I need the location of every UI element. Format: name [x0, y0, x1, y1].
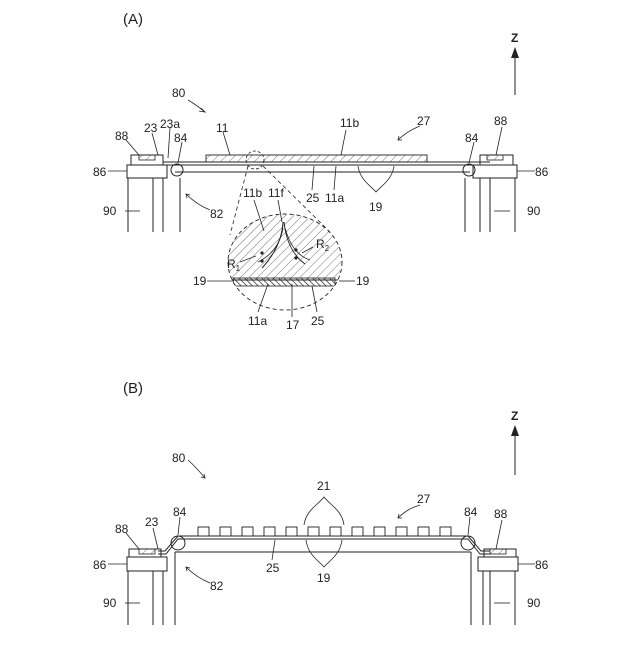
label-a-84-left: 84	[174, 131, 188, 145]
label-detail-11f: 11f	[268, 186, 284, 200]
label-a-25: 25	[306, 191, 320, 205]
label-a-11: 11	[216, 121, 229, 135]
panel-b: (B) Z	[93, 380, 549, 625]
label-b-80: 80	[172, 451, 186, 465]
chip-21	[352, 527, 363, 536]
label-a-23a: 23a	[160, 117, 180, 131]
column-right-a	[465, 178, 515, 232]
clamp-88-right-b	[490, 549, 506, 554]
label-detail-19-right: 19	[356, 274, 370, 288]
label-a-90-left: 90	[103, 204, 117, 218]
panel-a: (A) Z	[93, 11, 549, 332]
label-a-86-left: 86	[93, 165, 107, 179]
label-b-82: 82	[210, 579, 224, 593]
label-a-27: 27	[417, 114, 431, 128]
label-detail-19-left: 19	[193, 274, 207, 288]
frame-left-a	[127, 165, 167, 178]
z-axis-a: Z	[511, 31, 519, 95]
z-axis-label-b: Z	[511, 409, 518, 423]
roller-left-a	[171, 164, 183, 176]
label-b-84-right: 84	[464, 505, 478, 519]
roller-right-b	[461, 536, 475, 550]
clamp-88-right-a	[487, 155, 503, 160]
chip-21	[308, 527, 319, 536]
z-axis-b: Z	[511, 409, 519, 475]
label-b-25: 25	[266, 561, 280, 575]
z-axis-label-a: Z	[511, 31, 518, 45]
clamp-88-left-b	[139, 549, 155, 554]
wafer-11	[206, 155, 427, 162]
label-detail-11b: 11b	[243, 186, 262, 200]
label-detail-17: 17	[286, 318, 300, 332]
chips-21	[198, 527, 451, 536]
label-a-84-right: 84	[465, 131, 479, 145]
label-a-80: 80	[172, 86, 186, 100]
sheet-top-b	[158, 536, 490, 551]
chip-21	[264, 527, 275, 536]
chip-21	[330, 527, 341, 536]
label-b-88-left: 88	[115, 522, 129, 536]
chip-21	[440, 527, 451, 536]
label-a-11a: 11a	[325, 191, 344, 205]
panel-a-title: (A)	[123, 11, 143, 28]
clamp-88-left-a	[139, 155, 155, 160]
column-left-b	[128, 552, 175, 625]
frame-right-a	[473, 165, 517, 178]
detail-lens	[225, 210, 345, 310]
label-b-86-right: 86	[535, 558, 549, 572]
chip-21	[242, 527, 253, 536]
label-detail-11a: 11a	[248, 314, 267, 328]
label-b-27: 27	[417, 492, 431, 506]
labels-b: 80 21 27 88 23 84 84 88 86 86 25 19 82 9…	[93, 451, 549, 610]
label-a-19: 19	[369, 200, 383, 214]
label-b-86-left: 86	[93, 558, 107, 572]
label-b-19: 19	[317, 571, 331, 585]
frame-right-b	[478, 557, 518, 571]
label-a-90-right: 90	[527, 204, 541, 218]
roller-left-b	[171, 536, 185, 550]
label-b-21: 21	[317, 479, 331, 493]
label-a-11b: 11b	[340, 116, 359, 130]
label-a-88-left: 88	[115, 129, 129, 143]
chip-21	[198, 527, 209, 536]
chip-21	[374, 527, 385, 536]
frame-left-b	[127, 557, 167, 571]
chip-21	[220, 527, 231, 536]
chip-21	[396, 527, 407, 536]
chip-21	[418, 527, 429, 536]
label-a-88-right: 88	[494, 114, 508, 128]
label-b-88-right: 88	[494, 507, 508, 521]
chip-21	[286, 527, 297, 536]
label-b-23: 23	[145, 515, 159, 529]
label-b-90-left: 90	[103, 596, 117, 610]
label-a-23: 23	[144, 121, 158, 135]
label-b-90-right: 90	[527, 596, 541, 610]
column-left-a	[128, 178, 180, 232]
label-a-82: 82	[210, 207, 224, 221]
panel-b-title: (B)	[123, 380, 143, 397]
label-a-86-right: 86	[535, 165, 549, 179]
label-detail-25: 25	[311, 314, 325, 328]
label-b-84-left: 84	[173, 505, 187, 519]
